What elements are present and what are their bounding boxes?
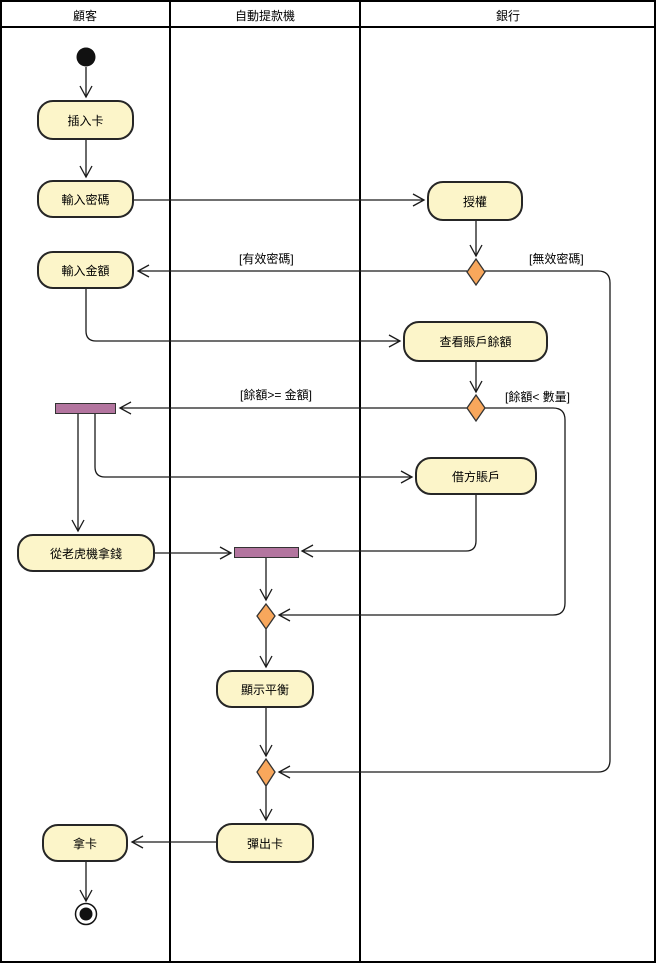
activity-check-balance: 查看賬戶餘額 <box>403 321 548 362</box>
merge-node-1 <box>256 602 276 631</box>
activity-eject-card: 彈出卡 <box>216 823 314 863</box>
fork-bar <box>55 403 116 414</box>
start-node <box>76 47 96 67</box>
activity-take-money: 從老虎機拿錢 <box>17 534 155 572</box>
activity-debit-account: 借方賬戶 <box>415 457 537 495</box>
edge-balance-lt-to-merge1 <box>277 407 566 622</box>
lane-header-customer: 顧客 <box>72 8 97 23</box>
edge-fork-to-debit-account <box>94 414 414 484</box>
edge-invalid-pin-to-merge2 <box>277 270 611 779</box>
final-node <box>74 902 98 926</box>
lane-header-separator <box>0 26 656 28</box>
guard-balance-ge: [餘額>= 金額] <box>240 388 313 402</box>
activity-show-balance: 顯示平衡 <box>216 670 314 708</box>
join-bar <box>234 547 299 558</box>
lane-divider-customer-atm <box>169 0 171 963</box>
activity-enter-pin: 輸入密碼 <box>37 180 134 218</box>
merge-node-2 <box>256 757 276 788</box>
lane-divider-atm-bank <box>359 0 361 963</box>
edge-enter-amount-to-check-balance <box>85 289 402 348</box>
guard-balance-lt: [餘額< 數量] <box>505 390 571 404</box>
lane-header-atm: 自動提款機 <box>234 8 295 23</box>
lane-header-bank: 銀行 <box>495 8 520 23</box>
guard-invalid-pin: [無效密碼] <box>529 252 584 266</box>
activity-enter-amount: 輸入金額 <box>37 251 134 289</box>
guard-valid-pin: [有效密碼] <box>239 252 294 266</box>
activity-insert-card: 插入卡 <box>37 100 134 140</box>
activity-take-card: 拿卡 <box>42 824 128 862</box>
edge-debit-account-to-join <box>300 495 477 558</box>
decision-balance-enough <box>466 393 486 423</box>
decision-pin-valid <box>466 257 486 287</box>
activity-authorize: 授權 <box>427 181 523 221</box>
